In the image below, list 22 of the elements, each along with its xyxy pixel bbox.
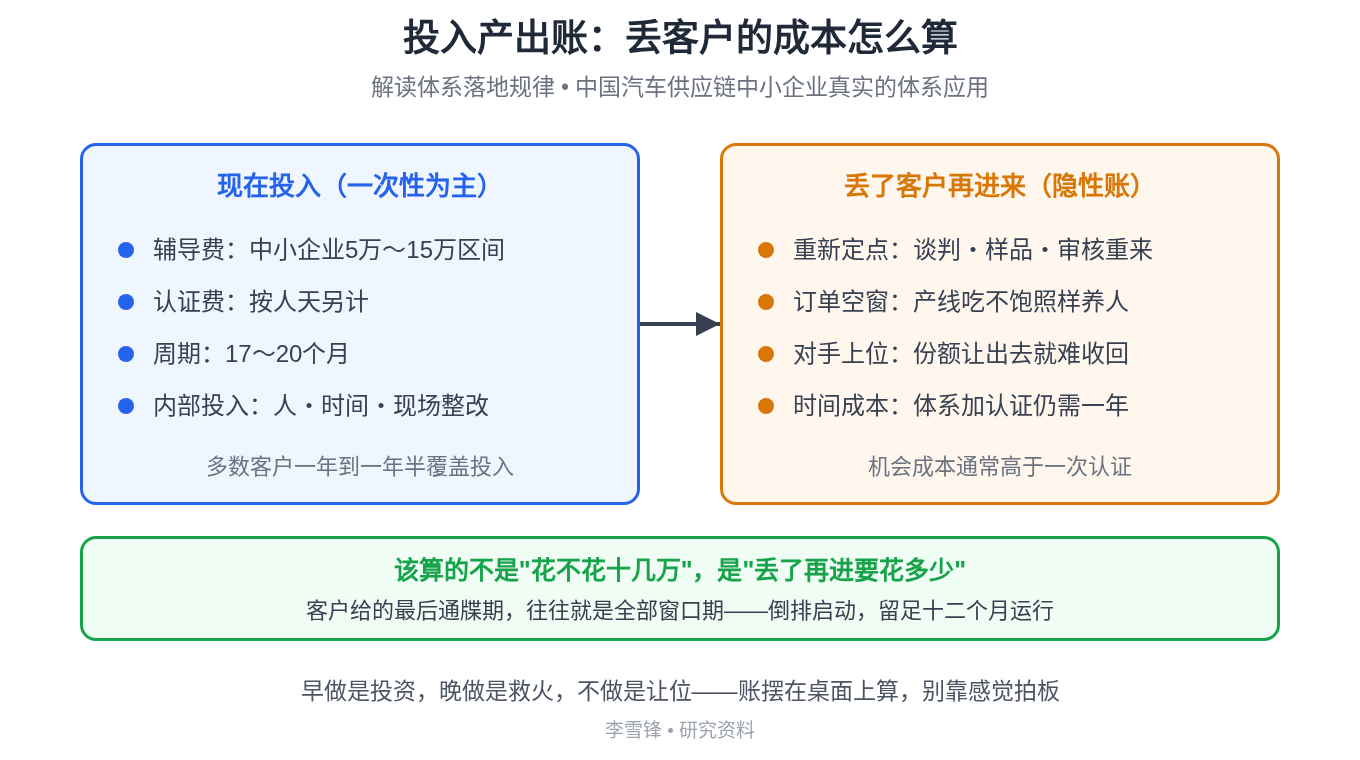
list-item: 对手上位：份额让出去就难收回 <box>793 339 1129 369</box>
list-item: 认证费：按人天另计 <box>153 287 369 317</box>
list-item: 内部投入：人・时间・现场整改 <box>153 391 489 421</box>
list-item: 重新定点：谈判・样品・审核重来 <box>793 235 1153 265</box>
footer-note: 早做是投资，晚做是救火，不做是让位——账摆在桌面上算，别靠感觉拍板 <box>300 677 1060 706</box>
cost-card <box>80 143 640 505</box>
page-title: 投入产出账：丢客户的成本怎么算 <box>402 17 958 61</box>
card-note: 多数客户一年到一年半覆盖投入 <box>206 453 514 481</box>
list-item: 时间成本：体系加认证仍需一年 <box>793 391 1129 421</box>
list-item: 周期：17～20个月 <box>153 339 351 369</box>
card-heading: 丢了客户再进来（隐性账） <box>844 170 1156 203</box>
banner-text: 客户给的最后通牒期，往往就是全部窗口期——倒排启动，留足十二个月运行 <box>306 597 1054 625</box>
card-heading: 现在投入（一次性为主） <box>217 170 503 203</box>
banner-heading: 该算的不是"花不花十几万"，是"丢了再进要花多少" <box>393 555 967 586</box>
arrow <box>640 312 720 336</box>
credit-line: 李雪锋 • 研究资料 <box>604 719 756 743</box>
list-item: 订单空窗：产线吃不饱照样养人 <box>793 287 1129 317</box>
subtitle: 解读体系落地规律 • 中国汽车供应链中小企业真实的体系应用 <box>370 73 990 102</box>
card-note: 机会成本通常高于一次认证 <box>868 453 1132 481</box>
list-item: 辅导费：中小企业5万～15万区间 <box>153 235 506 265</box>
cost-card <box>720 143 1280 505</box>
summary-banner <box>80 536 1280 641</box>
